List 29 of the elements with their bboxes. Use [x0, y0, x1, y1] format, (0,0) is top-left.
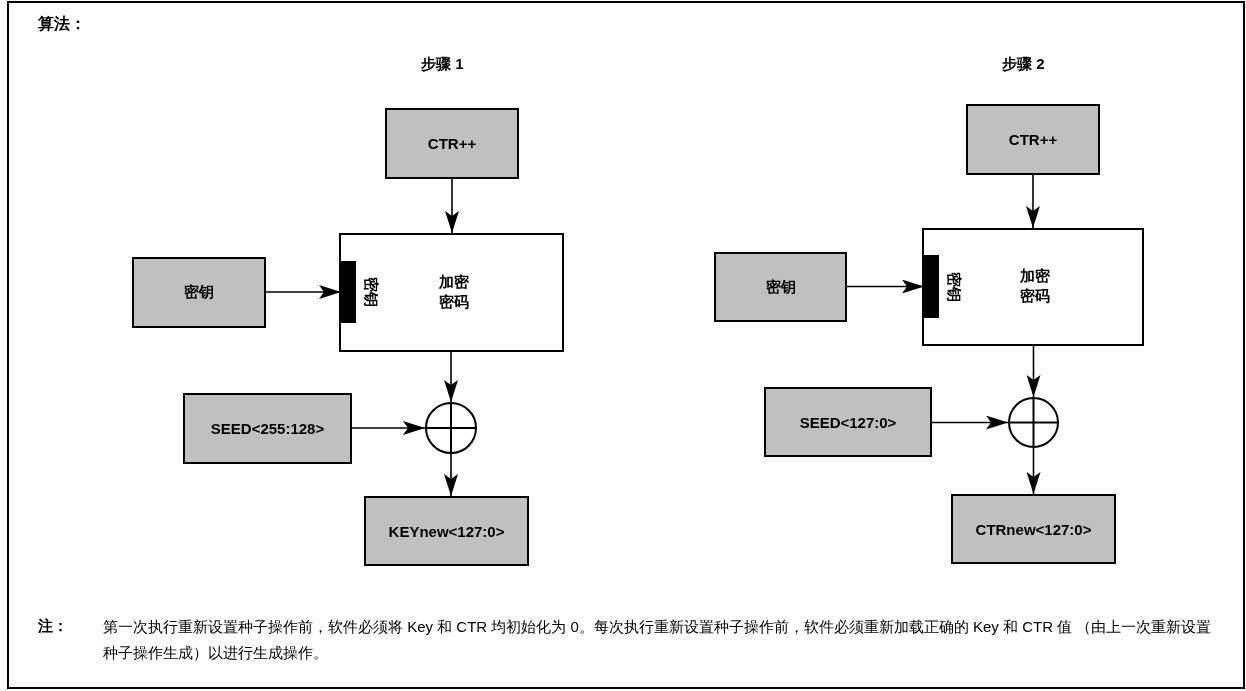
cipher-box [922, 228, 1144, 346]
step-heading: 步骤 2 [1002, 55, 1045, 74]
key-port: 密钥 [341, 261, 381, 323]
title: 算法： [38, 14, 86, 34]
arrow [1026, 345, 1041, 398]
process-box: 密钥 [714, 252, 847, 322]
arrow [351, 421, 426, 435]
process-box: 密钥 [132, 257, 266, 328]
key-port: 密钥 [924, 255, 964, 318]
cipher-label: 加密密码 [1019, 266, 1051, 306]
process-box: SEED<255:128> [183, 393, 352, 464]
process-box: CTRnew<127:0> [951, 494, 1116, 564]
process-box: SEED<127:0> [764, 387, 932, 457]
process-box: CTR++ [966, 104, 1100, 175]
cipher-box [339, 233, 564, 352]
arrow [444, 351, 458, 403]
process-box: KEYnew<127:0> [364, 496, 529, 566]
xor-symbol [425, 402, 477, 454]
arrow [445, 178, 459, 234]
xor-symbol [1008, 397, 1059, 448]
note-text: 第一次执行重新设置种子操作前，软件必须将 Key 和 CTR 均初始化为 0。每次执行重新设置种子操作前，软件必须重新加载正确的 Key 和 CTR 值 （由上一次重新设置种子操作生成）以进行生成操作。 [103, 617, 1213, 663]
step-heading: 步骤 1 [421, 55, 464, 74]
note-label: 注： [38, 617, 68, 636]
process-box: CTR++ [385, 108, 519, 179]
arrow [931, 415, 1009, 430]
arrow [1026, 174, 1040, 229]
arrow [444, 453, 458, 497]
cipher-label: 加密密码 [437, 271, 470, 312]
arrow [1026, 447, 1041, 495]
